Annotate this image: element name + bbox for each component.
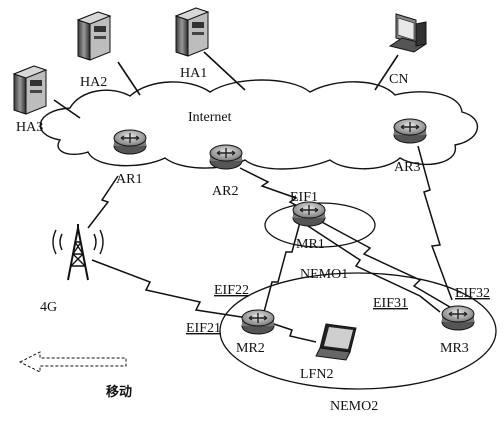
mr2-router-icon — [241, 309, 275, 335]
cn-computer-icon — [388, 13, 428, 53]
tower-label: 4G — [40, 300, 57, 315]
internet-label: Internet — [188, 110, 232, 125]
eif22-label: EIF22 — [214, 283, 249, 298]
nemo2-label: NEMO2 — [330, 399, 378, 414]
nemo1-network — [264, 202, 376, 248]
ha3-label: HA3 — [16, 120, 43, 135]
link-cn — [374, 54, 399, 91]
wireless-link-ar2-mr1 — [239, 167, 306, 211]
movement-label: 移动 — [106, 384, 132, 400]
wireless-link-ar1-tower — [87, 175, 119, 229]
mr1-label: MR1 — [296, 237, 325, 252]
link-ha1 — [203, 51, 246, 91]
ar3-label: AR3 — [394, 160, 420, 175]
mr3-label: MR3 — [440, 341, 469, 356]
wireless-link-mr1-mr3-inner — [307, 225, 441, 313]
wireless-link-mr1-mr2 — [263, 221, 301, 313]
ar2-label: AR2 — [212, 184, 238, 199]
wireless-link-ar3-mr3 — [417, 145, 453, 301]
movement-arrow — [18, 351, 127, 373]
mr1-router-icon — [292, 201, 326, 227]
ar3-router-icon — [393, 118, 427, 144]
eif1-label: EIF1 — [290, 190, 318, 205]
ha3-server-icon — [13, 65, 47, 115]
wireless-link-mr1-mr3 — [317, 219, 456, 311]
ar2-router-icon — [209, 144, 243, 170]
eif21-label: EIF21 — [186, 321, 221, 336]
wireless-link-tower-mr2 — [91, 259, 249, 319]
ha2-label: HA2 — [80, 75, 107, 90]
link-ha3 — [53, 99, 81, 119]
internet-cloud — [39, 79, 479, 170]
4g-tower-icon — [52, 224, 104, 281]
nemo2-network — [219, 272, 497, 390]
cn-label: CN — [389, 72, 408, 87]
nemo1-label: NEMO1 — [300, 267, 348, 282]
eif31-label: EIF31 — [373, 296, 408, 311]
ha2-server-icon — [77, 11, 111, 61]
ar1-label: AR1 — [116, 172, 142, 187]
link-ha2 — [117, 61, 141, 96]
ar1-router-icon — [113, 129, 147, 155]
lfn2-label: LFN2 — [300, 367, 333, 382]
eif32-label: EIF32 — [455, 286, 490, 301]
mr2-label: MR2 — [236, 341, 265, 356]
wireless-link-mr2-lfn2 — [267, 321, 317, 343]
lfn2-laptop-icon — [315, 323, 357, 361]
ha1-label: HA1 — [180, 66, 207, 81]
mr3-router-icon — [441, 305, 475, 331]
ha1-server-icon — [175, 7, 209, 57]
